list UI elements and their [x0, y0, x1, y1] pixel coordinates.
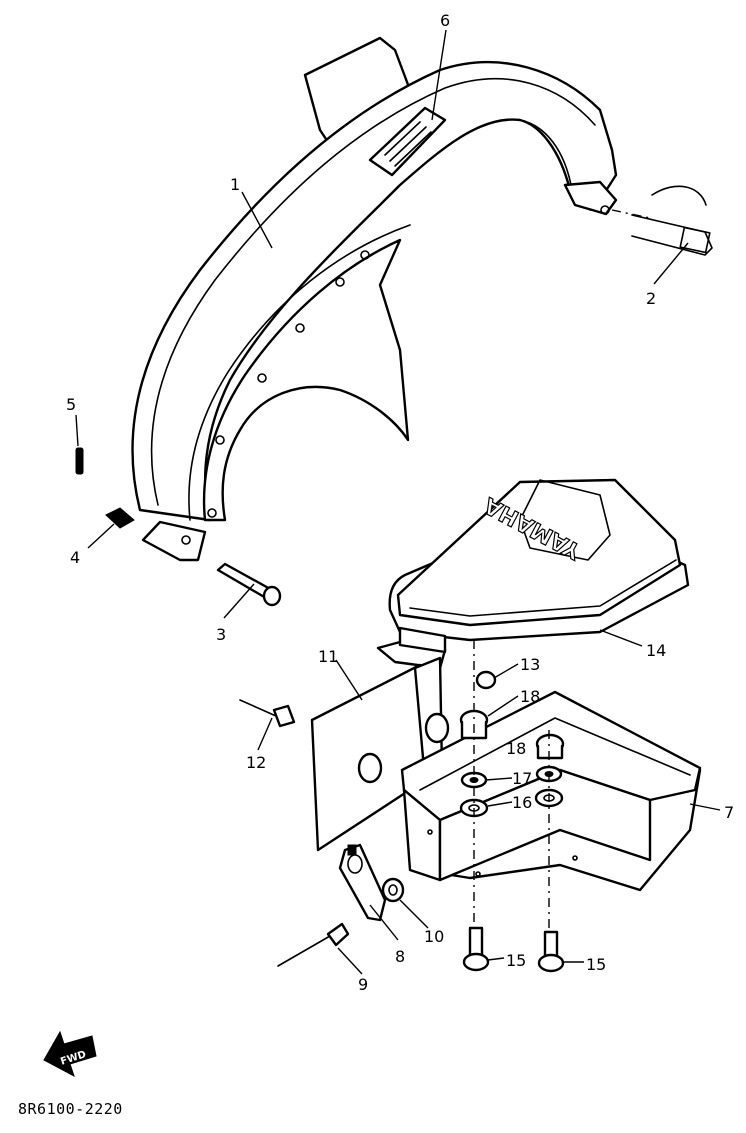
callout-labels: 1 2 3 4 5 6 7 8 9 10 11 12 13 14 15 15 1…: [66, 11, 734, 994]
grommet-upper: [424, 712, 450, 744]
rivet-12: [239, 699, 296, 728]
callout-7: 7: [724, 803, 734, 822]
screw: [75, 447, 84, 475]
callout-5: 5: [66, 395, 76, 414]
washer-13: [475, 670, 497, 690]
callout-10: 10: [424, 927, 444, 946]
callout-18-upper: 18: [520, 687, 540, 706]
callout-1: 1: [230, 175, 240, 194]
callout-4: 4: [70, 548, 80, 567]
callout-15-left: 15: [506, 951, 526, 970]
callout-12: 12: [246, 753, 266, 772]
battery-cover: YAMAHA: [376, 478, 690, 670]
grommet-10: [381, 877, 405, 903]
rivet: [277, 922, 350, 967]
bolt: [216, 562, 282, 607]
leader-lines: [75, 29, 721, 975]
callout-2: 2: [646, 289, 656, 308]
diagram-code: 8R6100-2220: [18, 1100, 123, 1118]
stay-bracket: [338, 843, 387, 922]
callout-6: 6: [440, 11, 450, 30]
callout-16: 16: [512, 793, 532, 812]
callout-14: 14: [646, 641, 666, 660]
callout-17: 17: [512, 769, 532, 788]
callout-18-lower: 18: [506, 739, 526, 758]
callout-13: 13: [520, 655, 540, 674]
rear-fender: [131, 36, 618, 562]
bolt-15-right: [537, 930, 565, 973]
assembly-lines: [473, 209, 651, 932]
callout-8: 8: [395, 947, 405, 966]
callout-9: 9: [358, 975, 368, 994]
callout-3: 3: [216, 625, 226, 644]
cap-nut-lower: [535, 733, 565, 760]
callout-15-right: 15: [586, 955, 606, 974]
caution-label: [368, 106, 447, 177]
forward-arrow: FWD: [43, 1030, 97, 1078]
spring-nut: [105, 507, 135, 529]
clip-bracket: [631, 185, 713, 256]
bolt-15-left: [462, 926, 490, 972]
callout-11: 11: [318, 647, 338, 666]
grommet-lower: [357, 752, 383, 784]
